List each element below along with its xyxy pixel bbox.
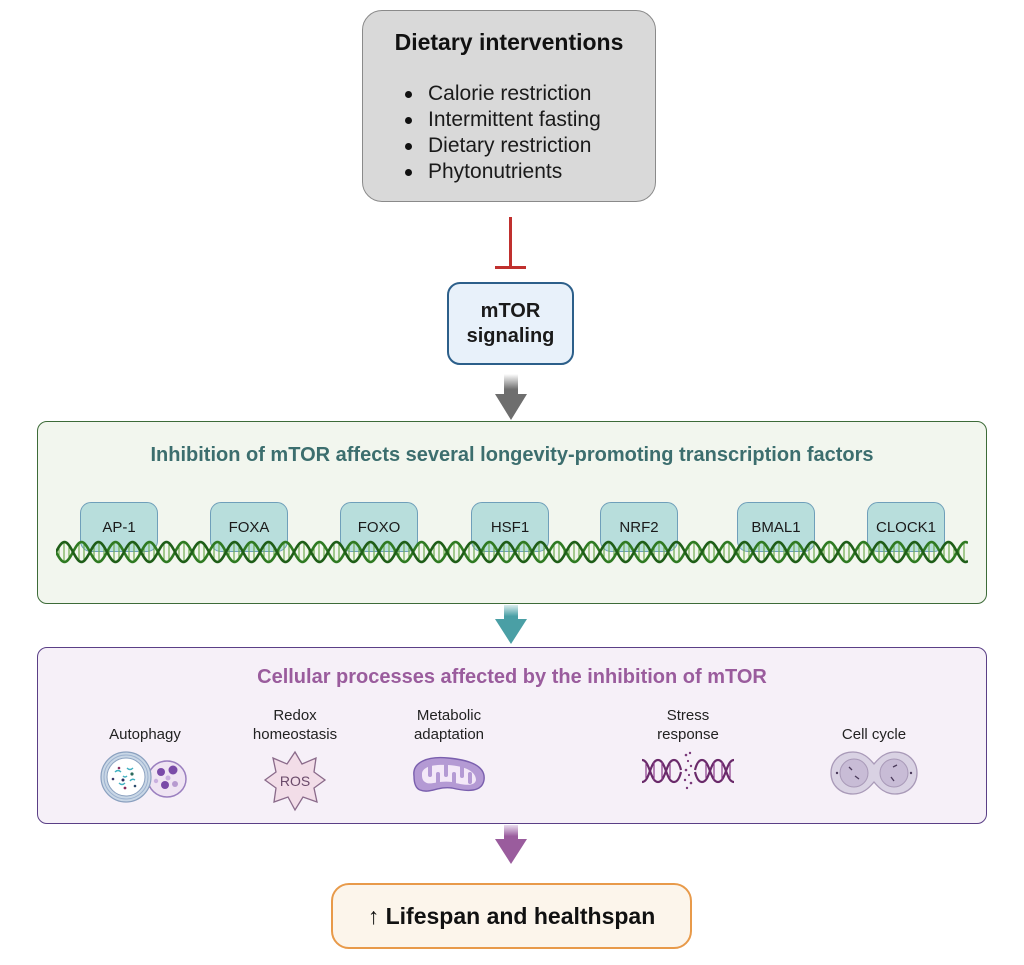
factor-bmal1: BMAL1 (737, 502, 815, 552)
factor-foxo: FOXO (340, 502, 418, 552)
process-label: Cell cycle (841, 726, 907, 743)
list-item: Intermittent fasting (403, 107, 601, 133)
mitochondrion-icon (413, 756, 485, 792)
process-metabolic-adaptation: Metabolic adaptation (369, 704, 529, 798)
process-label: Redox homeostasis (252, 707, 338, 743)
ros-text: ROS (280, 773, 310, 789)
dietary-interventions-list: Calorie restriction Intermittent fasting… (403, 81, 601, 185)
mtor-signaling-label: mTOR signaling (466, 299, 555, 347)
dietary-interventions-box: Dietary interventions Calorie restrictio… (362, 10, 656, 202)
transcription-factors-panel: Inhibition of mTOR affects several longe… (37, 421, 987, 604)
dna-strand (56, 540, 968, 564)
list-item: Phytonutrients (403, 159, 601, 185)
dna-strand (56, 540, 968, 564)
process-label: Autophagy (109, 726, 181, 743)
process-stress-response: Stress response (608, 704, 768, 792)
mtor-signaling-box: mTOR signaling (447, 282, 574, 365)
autophagosome-icon (100, 751, 187, 803)
process-autophagy: Autophagy (65, 704, 225, 804)
cellular-processes-panel: Cellular processes affected by the inhib… (37, 647, 987, 824)
broken-dna-icon (641, 751, 735, 790)
arrow-mtor-to-factors (495, 374, 527, 422)
list-item: Calorie restriction (403, 81, 601, 107)
lifespan-healthspan-label: ↑ Lifespan and healthspan (367, 902, 656, 929)
process-label: Metabolic adaptation (413, 707, 485, 743)
dietary-interventions-title: Dietary interventions (394, 29, 624, 55)
transcription-factors-title: Inhibition of mTOR affects several longe… (150, 444, 874, 466)
list-item: Dietary restriction (403, 133, 601, 159)
process-label: Stress response (657, 707, 719, 743)
dna-helix-icon (56, 540, 968, 564)
process-cell-cycle: Cell cycle (794, 704, 954, 796)
arrow-processes-to-outcome (495, 825, 527, 865)
lifespan-healthspan-box: ↑ Lifespan and healthspan (331, 883, 692, 949)
inhibition-bar (495, 266, 526, 269)
arrow-factors-to-processes (495, 605, 527, 645)
factor-clock1: CLOCK1 (867, 502, 945, 552)
ros-icon: ROS (263, 750, 327, 812)
process-redox-homeostasis: Redox homeostasis ROS (215, 704, 375, 812)
dividing-cell-icon (830, 751, 918, 795)
cellular-processes-title: Cellular processes affected by the inhib… (257, 666, 767, 688)
inhibition-line (509, 217, 512, 267)
